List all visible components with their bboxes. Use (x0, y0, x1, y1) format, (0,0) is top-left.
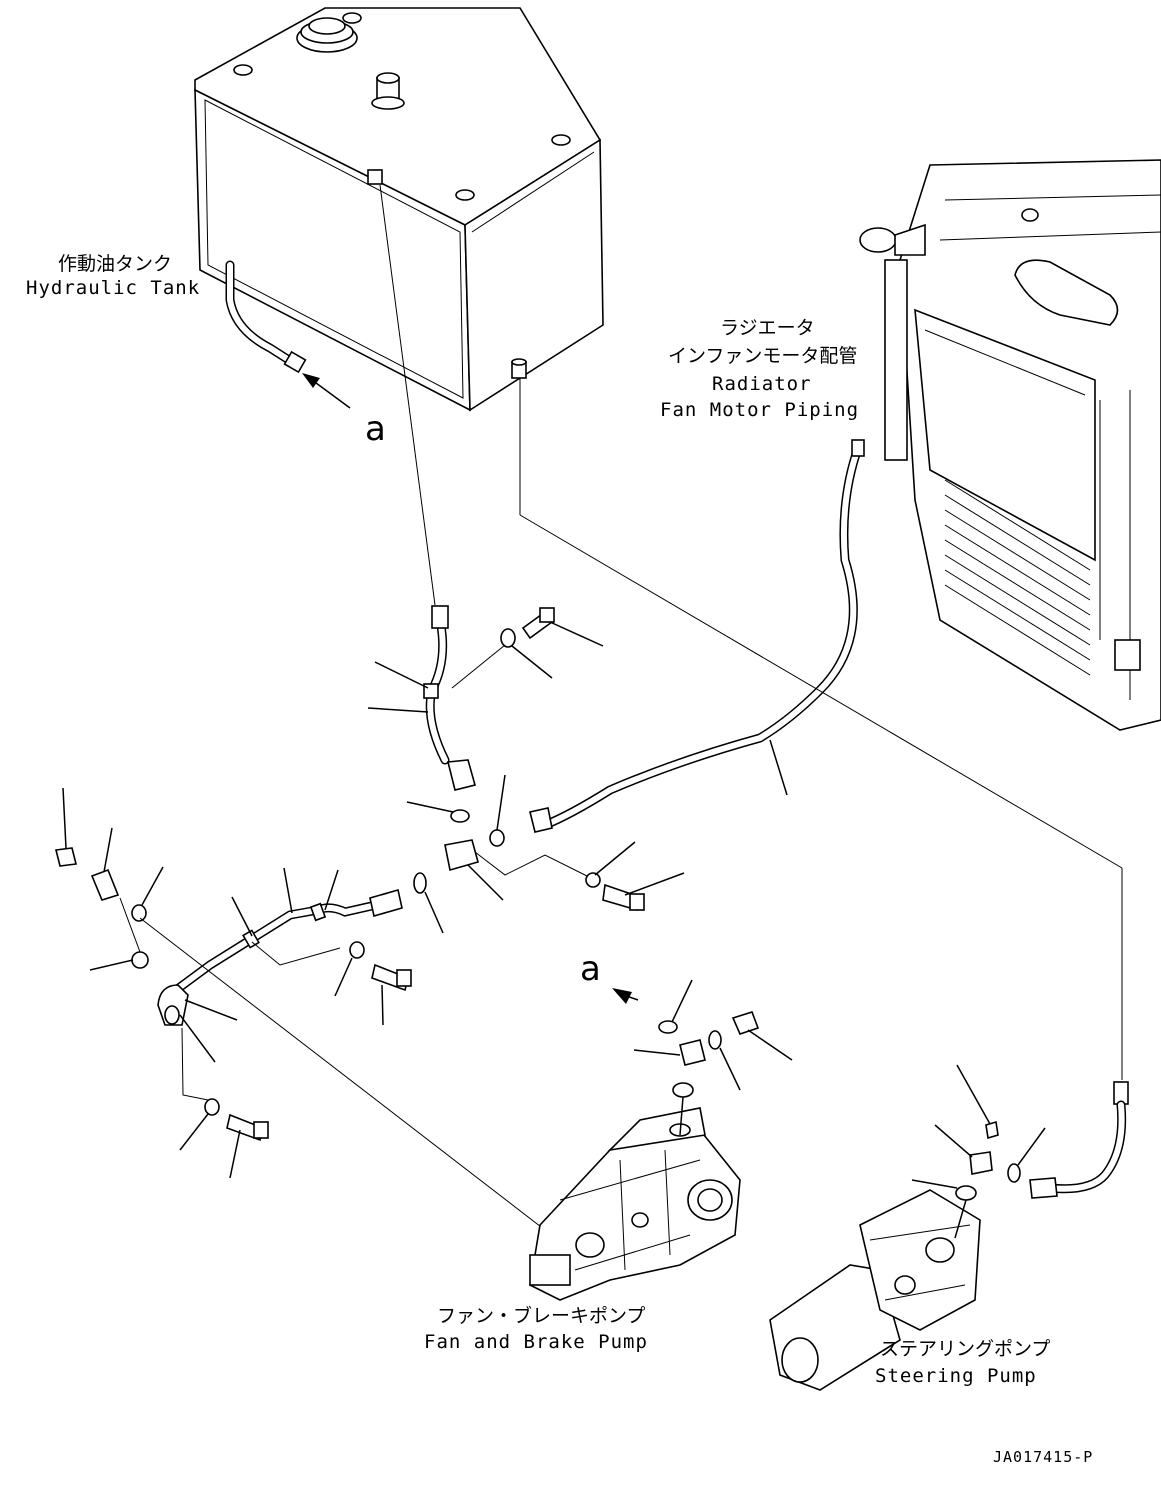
fan-brake-pump (529, 1107, 741, 1301)
steering-pump-fittings (519, 378, 1129, 1239)
left-pipe-assembly (55, 787, 546, 1231)
steering-pump-label-jp: ステアリングポンプ (880, 1338, 1050, 1360)
hydraulic-tank-label-en: Hydraulic Tank (26, 277, 200, 299)
view-marker-a-top: a (302, 373, 386, 449)
radiator-label-en-1: Radiator (712, 373, 812, 395)
radiator-label-jp-1: ラジエータ (720, 317, 815, 339)
fan-brake-pump-label-en: Fan and Brake Pump (424, 1331, 648, 1353)
tank-suction-hose (225, 260, 307, 374)
radiator-label-jp-2: インファンモータ配管 (668, 345, 857, 367)
steering-pump-label-en: Steering Pump (875, 1365, 1037, 1387)
radiator-label-en-2: Fan Motor Piping (660, 399, 859, 421)
radiator (859, 159, 1161, 731)
drawing-code: JA017415-P (993, 1448, 1093, 1466)
fan-motor-hose (529, 439, 865, 833)
steering-pump (769, 1189, 981, 1391)
fan-pump-fittings: a (580, 949, 793, 1136)
center-fittings (406, 774, 685, 934)
center-hose (367, 184, 604, 791)
hydraulic-tank-label-jp: 作動油タンク (58, 253, 172, 275)
svg-text:a: a (365, 409, 386, 449)
svg-text:a: a (580, 949, 601, 989)
hydraulic-tank (194, 7, 604, 412)
fan-brake-pump-label-jp: ファン・ブレーキポンプ (437, 1304, 645, 1327)
